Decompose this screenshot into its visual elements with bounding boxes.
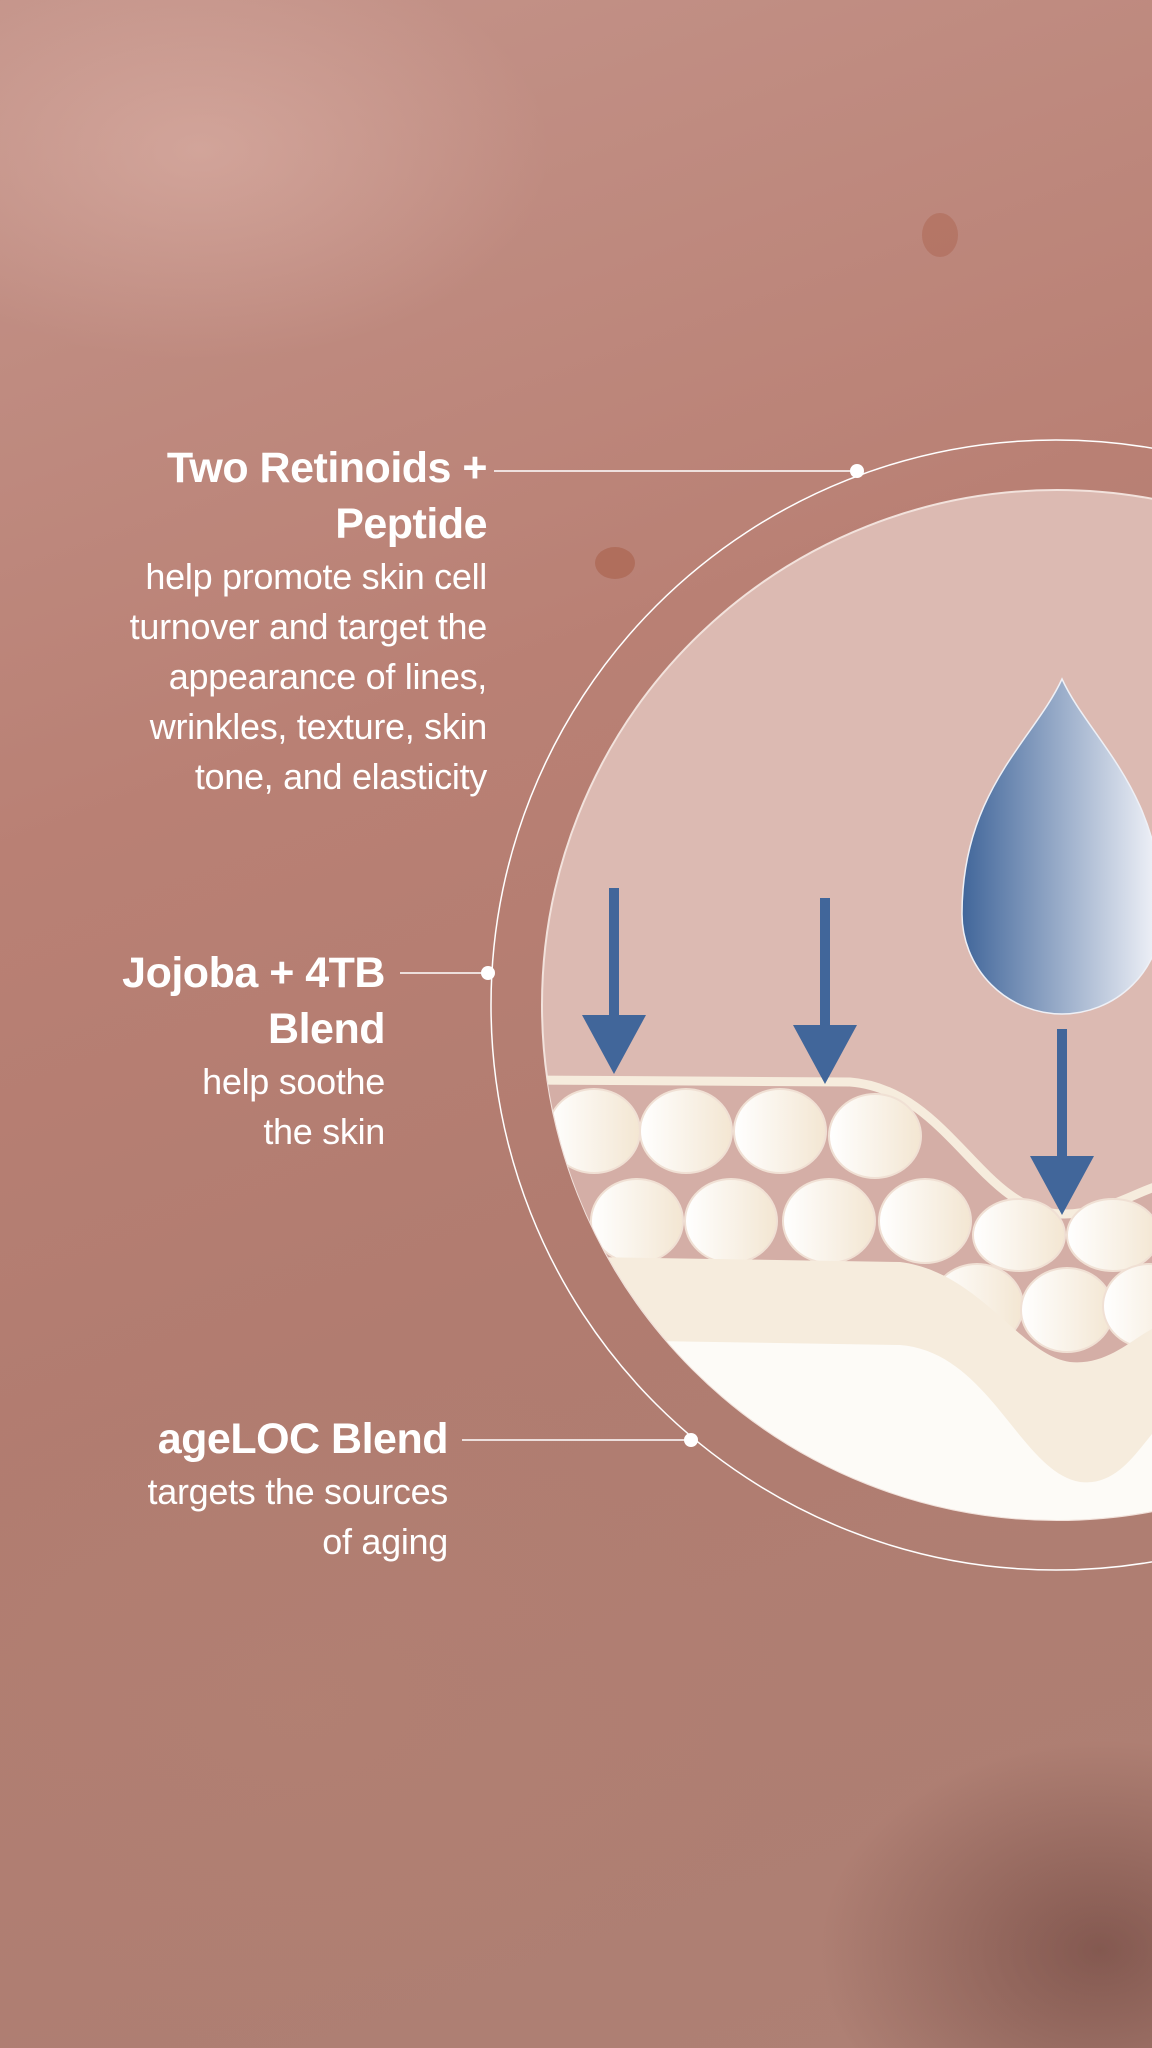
callout-dots (481, 464, 864, 1447)
heading-line: Peptide (335, 500, 487, 548)
callout-heading: Jojoba + 4TB Blend (122, 945, 385, 1057)
callout-body: help promote skin cell turnover and targ… (129, 552, 488, 802)
body-line: help soothe (202, 1061, 385, 1102)
body-line: wrinkles, texture, skin (149, 706, 488, 747)
callout-heading: ageLOC Blend (148, 1411, 449, 1467)
body-line: appearance of lines, (168, 656, 488, 697)
body-line: the skin (263, 1111, 385, 1152)
body-line: turnover and target the (129, 606, 488, 647)
body-line: of aging (322, 1521, 448, 1562)
skin-spot (595, 547, 635, 579)
callout-retinoids: Two Retinoids + Peptide help promote ski… (129, 440, 488, 802)
body-line: tone, and elasticity (194, 756, 487, 797)
skin-spot (922, 213, 958, 257)
callout-body: targets the sources of aging (147, 1467, 449, 1567)
arrow-icons (582, 888, 1094, 1215)
callout-heading: Two Retinoids + Peptide (130, 440, 488, 552)
droplet-icon (961, 677, 1152, 1015)
outer-ring (490, 439, 1152, 1571)
heading-line: Jojoba + 4TB (122, 949, 385, 997)
heading-line: ageLOC Blend (157, 1415, 449, 1463)
heading-line: Blend (268, 1005, 385, 1053)
body-line: help promote skin cell (145, 556, 487, 597)
callout-ageloc: ageLOC Blend targets the sources of agin… (147, 1411, 449, 1567)
heading-line: Two Retinoids + (166, 444, 488, 492)
callout-body: help soothe the skin (122, 1057, 385, 1157)
body-line: targets the sources (147, 1471, 449, 1512)
leader-lines (400, 470, 857, 1441)
callout-jojoba: Jojoba + 4TB Blend help soothe the skin (122, 945, 385, 1157)
